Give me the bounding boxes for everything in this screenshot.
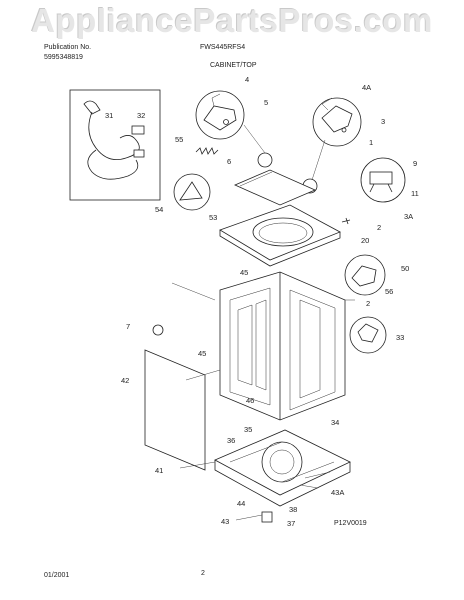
publication-number: 5995348819 [44,54,83,61]
detail-lid-bracket [173,173,211,211]
callout-33: 37 [287,519,295,528]
callout-17: 50 [401,264,409,273]
callout-25: 35 [244,425,252,434]
wire-harness-inset [69,89,161,201]
spring-part [195,147,219,155]
detail-circle-bracket [344,254,386,296]
callout-23: 42 [121,376,129,385]
callout-29: 44 [237,499,245,508]
callout-5: 5 [264,98,268,107]
callout-11: 11 [411,189,419,198]
watermark: AppliancePartsPros.com [31,2,433,39]
cabinet-body [219,271,346,421]
footer-date: 01/2001 [44,572,70,579]
callout-7: 3 [381,117,385,126]
callout-12: 53 [209,213,217,222]
callout-21: 45 [198,349,206,358]
callout-28: 41 [155,466,163,475]
callout-1: 32 [137,111,145,120]
callout-8: 6 [227,157,231,166]
callout-14: 2 [377,223,381,232]
detail-circle-hinge [195,90,245,140]
callout-26: 34 [331,418,339,427]
detail-circle-clip [349,316,387,354]
publication-label: Publication No. [44,44,92,51]
callout-32: 43 [221,517,229,526]
callout-16: 45 [240,268,248,277]
front-panel [144,324,206,471]
cabinet-top [219,204,341,267]
callout-20: 7 [126,322,130,331]
callout-24: 46 [246,396,254,405]
callout-22: 33 [396,333,404,342]
callout-18: 56 [385,287,393,296]
section-title: CABINET/TOP [210,62,257,69]
diagram-code: P12V0019 [334,520,367,527]
page-number: 2 [201,570,205,577]
callout-0: 31 [105,111,113,120]
callout-30: 43A [331,488,344,497]
screw-part [341,217,351,225]
callout-6: 4A [362,83,371,92]
callout-15: 20 [361,236,369,245]
callout-2: 55 [175,135,183,144]
detail-circle-switch [360,157,406,203]
callout-4: 4 [245,75,249,84]
detail-circle-lid-switch [312,97,362,147]
callout-3: 54 [155,205,163,214]
callout-13: 3A [404,212,413,221]
callout-31: 38 [289,505,297,514]
lid-panel [234,169,316,206]
callout-19: 2 [366,299,370,308]
cabinet-base [214,429,351,523]
callout-27: 36 [227,436,235,445]
leader-lines [171,282,355,521]
callout-9: 1 [369,138,373,147]
small-grommet [257,152,273,168]
model-number: FWS445RFS4 [200,44,246,51]
callout-10: 9 [413,159,417,168]
